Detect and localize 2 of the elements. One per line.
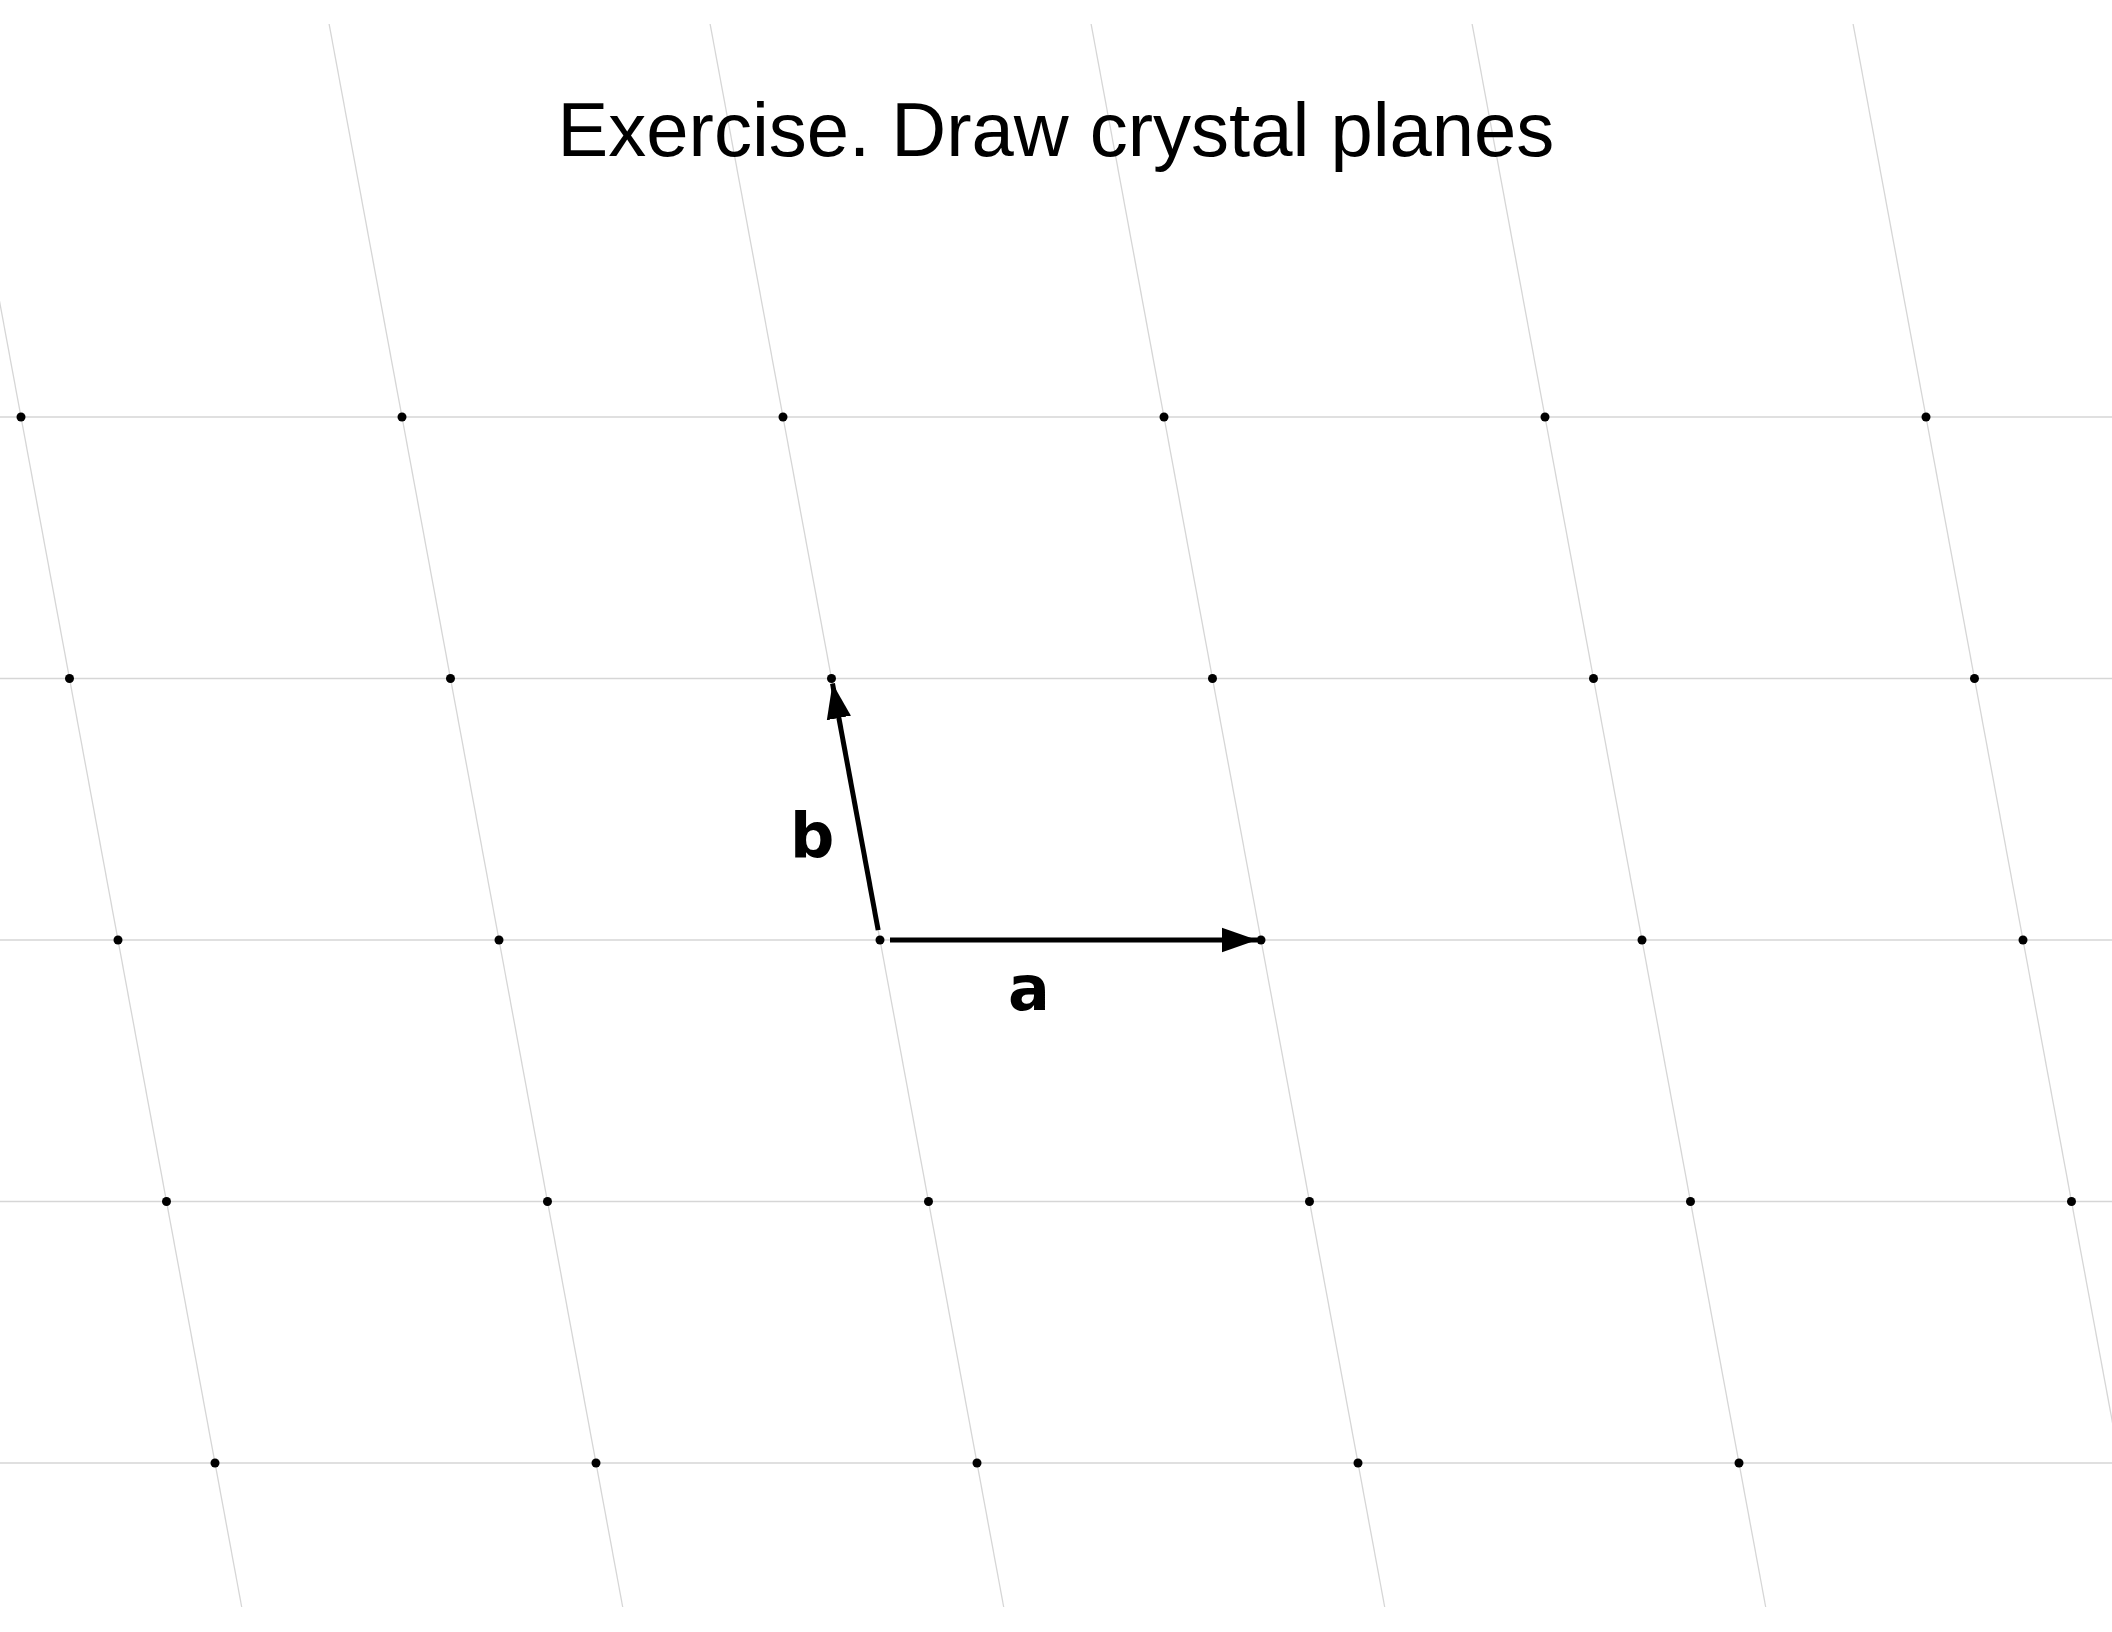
vector-label: a	[1008, 958, 1050, 1020]
vector-label: b	[790, 805, 835, 867]
